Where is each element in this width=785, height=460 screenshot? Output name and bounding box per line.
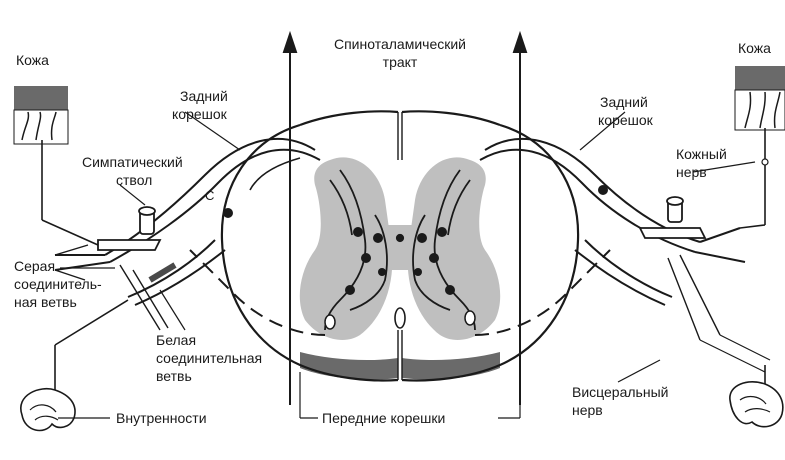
label-gray-ramus-1: Серая [14, 258, 55, 274]
label-posterior-root-left-1: Задний [180, 88, 228, 104]
label-sympathetic-trunk-1: Симпатический [82, 154, 183, 170]
sympathetic-trunk-left [98, 207, 160, 250]
label-white-ramus-3: ветвь [156, 368, 192, 384]
label-skin-left: Кожа [16, 52, 49, 68]
label-gray-ramus-2: соединитель- [14, 276, 102, 292]
label-posterior-root-right-1: Задний [600, 94, 648, 110]
label-cutaneous-nerve-1: Кожный [676, 146, 727, 162]
label-sympathetic-trunk-2: ствол [116, 172, 152, 188]
label-gray-ramus-3: ная ветвь [14, 294, 77, 310]
label-white-ramus-2: соединительная [156, 350, 262, 366]
label-visceral-nerve-2: нерв [572, 402, 603, 418]
label-posterior-root-right-2: корешок [598, 112, 653, 128]
sympathetic-trunk-right [640, 197, 705, 238]
label-cutaneous-nerve-2: нерв [676, 164, 707, 180]
label-anterior-roots: Передние корешки [322, 410, 445, 426]
skin-right-illustration [735, 66, 785, 228]
marker-c: C [205, 188, 214, 203]
label-spinothalamic-line1: Спиноталамический [310, 36, 490, 52]
white-ramus-left [150, 265, 175, 280]
label-spinothalamic-line2: тракт [310, 54, 490, 70]
viscera-left-illustration [21, 300, 128, 430]
label-posterior-root-left-2: корешок [172, 106, 227, 122]
label-visceral-nerve-1: Висцеральный [572, 384, 668, 400]
label-skin-right: Кожа [738, 40, 771, 56]
spinothalamic-arrows [284, 34, 526, 405]
label-viscera: Внутренности [116, 410, 207, 426]
viscera-right-illustration [730, 365, 783, 427]
label-white-ramus-1: Белая [156, 332, 196, 348]
